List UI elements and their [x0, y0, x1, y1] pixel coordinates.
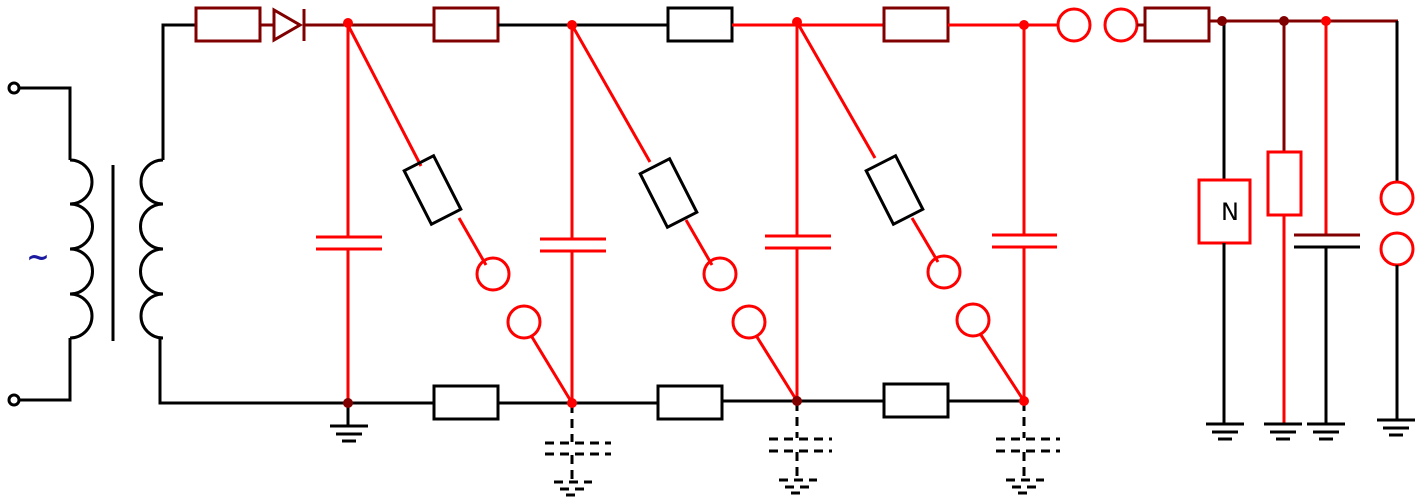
capacitor-icon — [540, 237, 606, 253]
node-dot-icon — [567, 398, 577, 408]
nonlinear-resistor-label: N — [1221, 198, 1239, 226]
stray-capacitance-icon — [996, 402, 1060, 495]
resistor-icon — [1143, 6, 1211, 43]
sphere-gap-icon — [702, 256, 738, 292]
ground-icon — [1264, 422, 1302, 441]
node-dot-icon — [792, 17, 802, 27]
node-dot-icon — [343, 398, 353, 408]
sphere-gap-icon — [475, 256, 511, 292]
sphere-gap-icon — [926, 254, 962, 290]
resistor-icon — [666, 6, 734, 43]
capacitor-icon — [1294, 233, 1360, 249]
node-dot-icon — [567, 20, 577, 30]
wire — [19, 86, 72, 160]
resistor-icon — [882, 382, 950, 419]
resistor-icon — [656, 384, 724, 421]
load-resistor — [1264, 21, 1303, 441]
wire — [161, 23, 196, 160]
node-dot-icon — [1279, 16, 1289, 26]
ground-icon — [1307, 422, 1345, 441]
load-capacitor — [1294, 21, 1360, 441]
sphere-gap-icon — [506, 304, 542, 340]
ground-icon — [330, 403, 368, 443]
node-dot-icon — [1019, 396, 1029, 406]
wire — [19, 338, 72, 402]
node-dot-icon — [792, 396, 802, 406]
resistor-icon — [194, 6, 262, 43]
terminal-icon — [7, 81, 21, 95]
node-dots — [343, 16, 1331, 408]
top-rail — [194, 6, 1398, 43]
resistor-icon — [638, 156, 699, 230]
node-dot-icon — [1321, 16, 1331, 26]
capacitor-icon — [992, 233, 1057, 249]
stage-1 — [316, 24, 574, 404]
sphere-gap-icon — [1379, 231, 1415, 267]
secondary-winding — [139, 158, 164, 340]
resistor-icon — [1266, 150, 1303, 217]
node-dot-icon — [1217, 16, 1227, 26]
terminal-icon — [7, 393, 21, 407]
stage-4 — [992, 25, 1057, 401]
diode-icon — [272, 7, 306, 43]
ground-icon — [1206, 422, 1244, 441]
node-dot-icon — [1019, 20, 1029, 30]
load-nonlinear-resistor: N — [1197, 21, 1252, 441]
stray-capacitance-icon — [545, 404, 611, 497]
sphere-gap-icon — [1379, 180, 1415, 216]
ground-icon — [1377, 418, 1415, 437]
capacitor-icon — [316, 235, 382, 251]
primary-winding — [69, 158, 94, 340]
resistor-icon — [864, 153, 925, 227]
capacitor-icon — [765, 234, 831, 250]
stage-2 — [540, 24, 799, 403]
input-terminals — [7, 81, 72, 407]
ac-source-symbol: ~ — [26, 240, 49, 273]
resistor-icon — [402, 153, 463, 227]
bottom-rail — [350, 382, 1024, 421]
sphere-gap-icon — [1056, 7, 1092, 43]
transformer-icon — [69, 158, 164, 341]
resistor-icon — [882, 6, 950, 43]
stray-capacitance-icon — [769, 402, 832, 495]
load-sphere-gap — [1377, 21, 1415, 437]
resistor-icon — [432, 6, 500, 43]
sphere-gap-icon — [731, 304, 767, 340]
resistor-icon — [432, 384, 500, 421]
node-dot-icon — [343, 18, 353, 28]
wire — [158, 336, 350, 405]
sphere-gap-icon — [955, 302, 991, 338]
stage-3 — [765, 21, 1026, 402]
sphere-gap-icon — [1103, 7, 1139, 43]
